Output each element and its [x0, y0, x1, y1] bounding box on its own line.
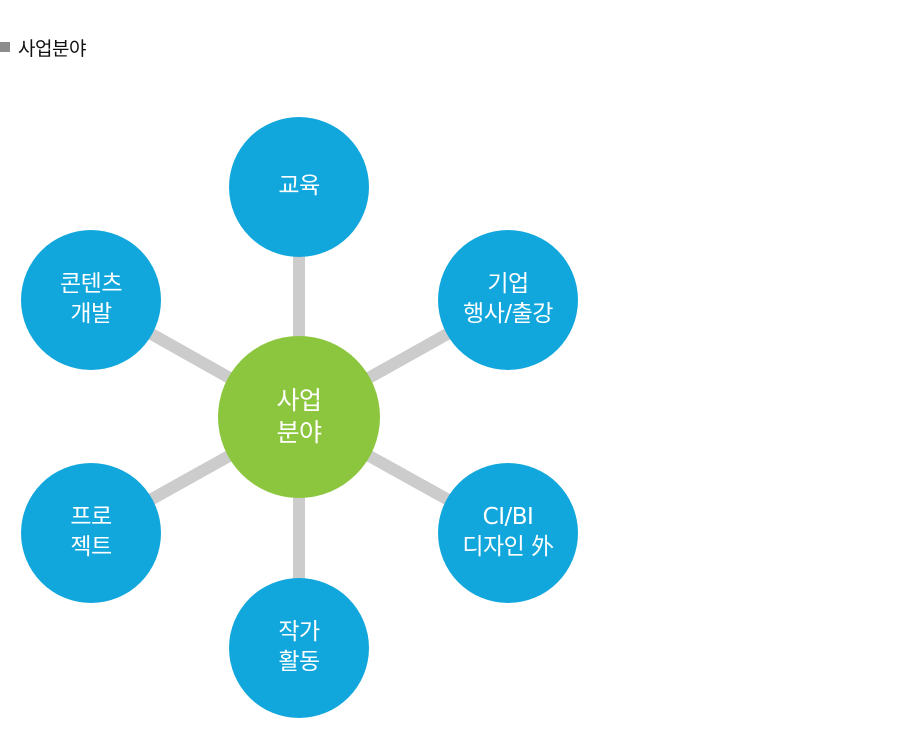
node-author-activity: 작가 활동	[229, 578, 369, 718]
node-center-business-areas: 사업 분야	[218, 336, 380, 498]
node-corporate-events: 기업 행사/출강	[438, 230, 578, 370]
section-heading: 사업분야	[0, 35, 86, 60]
node-center-label-2: 분야	[276, 418, 322, 447]
node-projects: 프로 젝트	[21, 463, 161, 603]
node-ci-bi-design-label-2: 디자인 外	[462, 534, 554, 560]
square-bullet-icon	[0, 42, 10, 52]
node-corporate-events-label-1: 기업	[487, 271, 529, 298]
node-projects-label-2: 젝트	[70, 534, 112, 560]
node-content-dev-label-2: 개발	[70, 301, 112, 327]
node-projects-label-1: 프로	[70, 504, 112, 531]
node-author-activity-label-2: 활동	[278, 649, 320, 675]
node-corporate-events-label-2: 행사/출강	[463, 301, 553, 327]
node-ci-bi-design: CI/BI 디자인 外	[438, 463, 578, 603]
node-center-label-1: 사업	[276, 385, 322, 415]
node-author-activity-label-1: 작가	[278, 619, 320, 646]
node-education: 교육	[229, 117, 369, 257]
node-content-dev: 콘텐츠 개발	[21, 230, 161, 370]
node-content-dev-label-1: 콘텐츠	[60, 271, 122, 298]
section-title: 사업분야	[18, 37, 86, 60]
node-education-label: 교육	[278, 173, 320, 200]
node-ci-bi-design-label-1: CI/BI	[482, 504, 534, 531]
